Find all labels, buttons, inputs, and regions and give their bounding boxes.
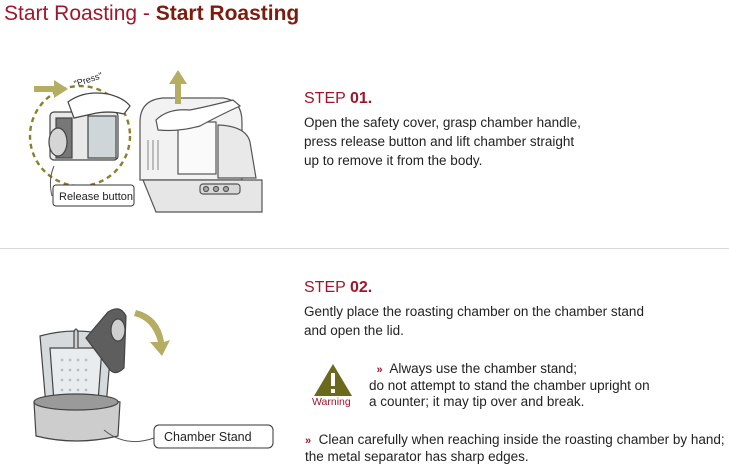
- release-label-box: [52, 184, 135, 207]
- release-leader-line: [49, 165, 55, 197]
- title-separator: -: [137, 2, 156, 25]
- roasting-chamber-illustration: [39, 328, 113, 411]
- stand-leader-line: [103, 429, 155, 443]
- warning-line: a counter; it may tip over and break.: [369, 394, 585, 409]
- step1-line: Open the safety cover, grasp chamber han…: [304, 115, 581, 130]
- step2-description: Gently place the roasting chamber on the…: [304, 302, 644, 340]
- step2-illustration: Chamber Stand: [33, 308, 274, 449]
- warning-line: » Always use the chamber stand;: [376, 361, 578, 376]
- step1-heading: STEP 01.: [304, 90, 372, 108]
- step1-description: Open the safety cover, grasp chamber han…: [304, 113, 581, 170]
- title-bold: Start Roasting: [155, 2, 300, 25]
- step2-heading: STEP 02.: [304, 279, 372, 297]
- step1-line: press release button and lift chamber st…: [304, 134, 575, 149]
- up-arrow-icon: [169, 70, 187, 104]
- title-light: Start Roasting: [4, 2, 138, 25]
- warning-line: do not attempt to stand the chamber upri…: [369, 378, 650, 393]
- note-line: » Clean carefully when reaching inside t…: [305, 432, 725, 447]
- step2-label: STEP: [304, 279, 346, 296]
- step2-line: Gently place the roasting chamber on the…: [304, 304, 644, 319]
- step1-label: STEP: [304, 90, 346, 107]
- section-divider: [0, 248, 729, 249]
- bullet-icon: »: [376, 364, 383, 376]
- stand-label-box: [153, 424, 274, 449]
- hand-illustration: [155, 99, 242, 132]
- press-hand-illustration: [67, 92, 131, 119]
- cleaning-note: » Clean carefully when reaching inside t…: [305, 432, 725, 465]
- bullet-icon: »: [305, 435, 312, 447]
- release-label: Release button: [59, 191, 133, 203]
- page-title: Start Roasting - Start Roasting: [4, 0, 299, 28]
- roaster-body-illustration: [139, 97, 263, 213]
- chamber-lid-illustration: [85, 308, 127, 374]
- step2-line: and open the lid.: [304, 323, 404, 338]
- open-lid-arrow-icon: [134, 310, 170, 356]
- warning-text: » Always use the chamber stand; do not a…: [369, 361, 650, 410]
- chamber-handle-illustration: [48, 111, 119, 161]
- step2-number: 02.: [349, 279, 373, 296]
- step1-line: up to remove it from the body.: [304, 153, 483, 168]
- stand-label: Chamber Stand: [164, 430, 252, 444]
- note-line: the metal separator has sharp edges.: [305, 449, 529, 464]
- step1-number: 01.: [349, 90, 373, 107]
- step1-illustration: "Press" Release button: [28, 70, 263, 213]
- warning-triangle-icon: [314, 364, 352, 396]
- chamber-stand-illustration: [33, 393, 121, 442]
- warning-label: Warning: [312, 396, 351, 408]
- press-arrow-icon: [34, 80, 68, 98]
